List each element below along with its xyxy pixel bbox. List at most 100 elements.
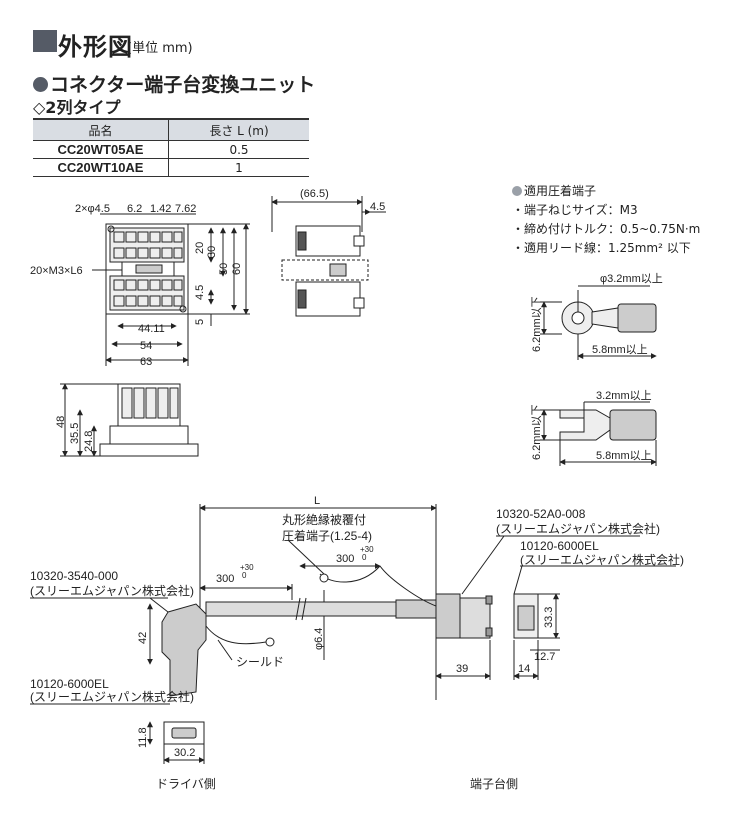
dim-63: 63 [140,356,152,368]
dim-11-8: 11.8 [137,727,149,748]
bullet-icon [512,186,522,196]
col-header-model: 品名 [33,118,169,141]
fork-gap-label: 3.2mm以上 [596,389,652,402]
cable-assembly-drawing [30,504,676,764]
mount-hole [179,305,187,313]
side-screw [297,231,307,251]
dim-33-3: 33.3 [543,607,555,628]
page-title: 外形図 [58,33,133,61]
connector-pins [135,264,163,274]
screws-label: 20×M3×L6 [30,265,83,277]
tol-plus-right: +30 [360,545,374,554]
ring-sleeve [617,303,657,333]
crimp-label-2: 圧着端子(1.25-4) [282,528,372,543]
shield-label: シールド [236,655,284,669]
cell-model: CC20WT05AE [33,140,169,159]
dim-50: 50 [218,263,230,275]
ring-length-label: 5.8mm以上 [592,343,648,356]
spec-table: 品名 長さ L (m) CC20WT05AE 0.5 CC20WT10AE 1 [33,118,309,177]
dim-5: 5 [194,319,206,325]
caption-driver-side: ドライバ側 [156,777,216,791]
left-connector-body [161,603,207,697]
title-marker [33,30,57,52]
dim-300-left: 300 [216,573,234,585]
fork-width-label: 6.2mm以下 [531,404,543,460]
dim-44-11: 44.11 [138,323,165,335]
left-maker-1: (スリーエムジャパン株式会社) [30,583,194,598]
fork-sleeve [609,409,657,441]
dim-54: 54 [140,340,152,352]
bullet-icon [33,77,48,92]
dim-14: 14 [518,663,530,675]
dim-L: L [314,495,320,507]
dim-42: 42 [137,632,149,644]
left-maker-2: (スリーエムジャパン株式会社) [30,689,194,704]
dim-20: 20 [194,242,206,254]
section-title: コネクター端子台変換ユニット [33,70,315,97]
table-header-row: 品名 長さ L (m) [33,118,309,141]
tol-zero-left: 0 [242,571,247,580]
dim-35-5: 35.5 [69,423,81,444]
tol-plus-left: +30 [240,563,254,572]
dim-39: 39 [456,663,468,675]
section-title-text: コネクター端子台変換ユニット [50,74,316,96]
holes-label: 2×φ4.5 [75,203,110,215]
unit-label: (単位 mm) [127,41,193,56]
terminal-block-outline [105,223,189,315]
terminal-row-bottom [109,275,185,311]
dim-48: 48 [55,416,67,428]
col-header-length: 長さ L (m) [168,118,309,141]
dim-7-62: 7.62 [175,203,196,215]
dim-24-8: 24.8 [83,431,95,452]
right-maker-1: (スリーエムジャパン株式会社) [496,521,660,536]
dim-300-right: 300 [336,553,354,565]
table-row: CC20WT10AE 1 [33,158,309,177]
side-body-top [295,225,361,257]
dim-12-7: 12.7 [534,651,555,663]
dim-66-5: (66.5) [300,188,329,200]
notes-item: ・締め付けトルク：0.5~0.75N·m [512,222,701,236]
side-connector-hidden [281,259,369,281]
tol-zero-right: 0 [362,553,367,562]
notes-title: 適用圧着端子 [512,182,700,201]
cell-length: 0.5 [168,140,309,159]
notes-title-text: 適用圧着端子 [524,184,597,198]
ring-dia-label: φ3.2mm以上 [600,272,663,285]
terminal-screws [113,231,183,307]
cable-jacket [205,601,397,617]
table-row: CC20WT05AE 0.5 [33,140,309,159]
dim-30-2: 30.2 [174,747,195,759]
top-view-drawing [92,213,250,366]
crimp-label-1: 丸形絶縁被覆付 [282,512,366,527]
crimp-wire [319,565,381,583]
dim-1-42: 1.42 [150,203,171,215]
terminal-notes: 適用圧着端子 ・端子ねじサイズ：M3 ・締め付けトルク：0.5~0.75N·m … [512,182,700,258]
fork-terminal-drawing [540,401,657,466]
side-view-drawing [271,196,386,317]
left-part-1: 10320-3540-000 [30,569,118,583]
fork-length-label: 5.8mm以上 [596,449,652,462]
notes-item: ・適用リード線：1.25mm² 以下 [512,241,691,255]
right-part-1: 10320-52A0-008 [496,507,586,521]
mount-hole [107,225,115,233]
dim-phi-6-4: φ6.4 [313,628,325,650]
dim-side-4-5: 4.5 [370,201,385,213]
section-subtitle: ◇2列タイプ [33,98,121,117]
right-maker-2: (スリーエムジャパン株式会社) [520,552,684,567]
front-view-drawing [60,383,199,457]
caption-terminal-side: 端子台側 [470,776,518,791]
cell-length: 1 [168,158,309,177]
left-part-2: 10120-6000EL [30,677,109,691]
cell-model: CC20WT10AE [33,158,169,177]
shield-wire [205,625,267,645]
dim-4-5: 4.5 [194,285,206,300]
ring-width-label: 6.2mm以下 [531,296,543,352]
terminal-row-top [109,227,185,263]
side-screw [297,289,307,309]
dim-30: 30 [206,246,218,258]
dim-60: 60 [231,263,243,275]
notes-item: ・端子ねじサイズ：M3 [512,203,638,217]
right-connector-body [435,593,461,639]
ring-terminal-drawing [540,285,657,360]
